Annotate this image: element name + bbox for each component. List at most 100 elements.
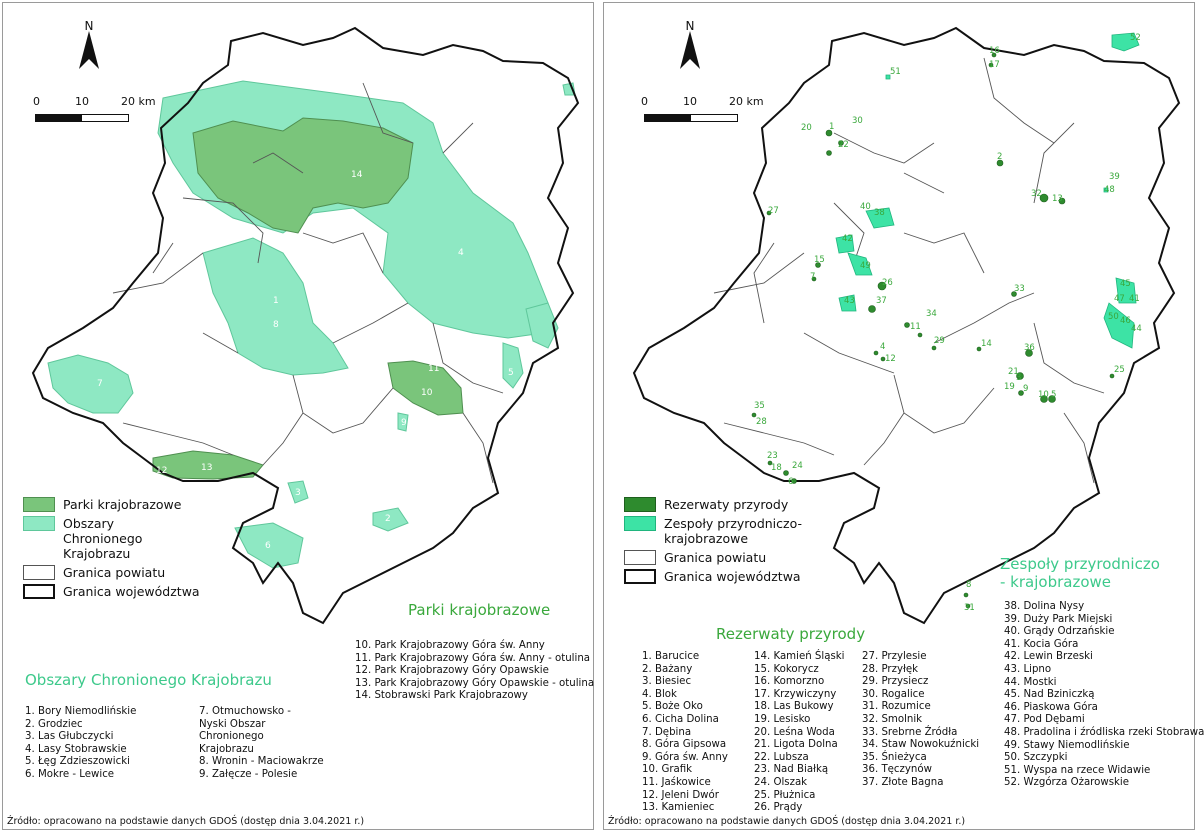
list-item: 44. Mostki [1004,676,1057,688]
list-item: 9. Góra św. Anny [642,751,728,763]
scale-labels: 0 10 20 km [33,95,173,109]
list-item: 38. Dolina Nysy [1004,601,1085,612]
list-item: 28. Przyłęk [862,663,919,675]
park-area-14 [192,117,414,234]
map-label: 16 [989,46,1000,56]
ock-list-col2: 7. Otmuchowsko - Nyski Obszar Chronioneg… [199,706,324,782]
swatch [624,516,656,531]
rez-point [1058,197,1066,205]
legend-item-voivodeship: Granica województwa [23,584,233,599]
legend-label: Granica powiatu [63,565,166,580]
voivodeship-boundary [632,26,1181,625]
list-item: 1. Bory Niemodlińskie [25,706,137,717]
list-item: 6. Cicha Dolina [642,713,719,725]
map-label: 31 [964,603,975,613]
map-label: 50 [1108,312,1119,322]
ock-area-1 [202,237,349,376]
list-item: 14. Kamień Śląski [754,651,845,662]
legend-label: Parki krajobrazowe [63,497,182,512]
legend-label: Zespoły przyrodniczo-krajobrazowe [664,516,802,546]
list-item: 11. Jaśkowice [642,776,711,788]
map-label: 48 [1104,185,1115,195]
swatch [624,569,656,584]
parks-title: Parki krajobrazowe [408,601,551,619]
map-label: 19 [1004,382,1015,392]
reserves-list-col2: 14. Kamień Śląski 15. Kokorycz 16. Komor… [754,651,844,815]
rez-point [988,62,994,68]
map-label: 3 [1016,373,1021,383]
list-item: 1. Barucice [642,651,700,662]
right-map-canvas: 52 16 17 51 20 30 1 22 2 39 48 32 13 27 … [632,26,1181,625]
map-label: 45 [1120,279,1131,289]
map-label: 43 [844,296,855,306]
legend-item-voivodeship: Granica województwa [624,569,834,584]
rez-point [917,332,923,338]
reserves-title: Rezerwaty przyrody [716,625,866,643]
ock-area-8 [397,412,409,432]
list-item: 47. Pod Dębami [1004,714,1085,726]
map-label: 28 [756,417,767,427]
legend-item-powiat: Granica powiatu [624,550,834,565]
map-label: 7 [810,272,815,282]
map-label: 23 [767,451,778,461]
legend-label: Obszary Chronionego Krajobrazu [63,516,143,561]
list-item: 8. Wronin - Maciowakrze [199,756,324,768]
list-item: 11. Park Krajobrazowy Góra św. Anny - ot… [355,652,591,664]
map-label: 30 [852,116,863,126]
list-item: 32. Smolnik [862,713,923,725]
swatch [624,550,656,565]
map-label: 3 [295,488,301,498]
swatch [23,516,55,531]
rez-point [1109,373,1115,379]
map-label: 34 [926,309,937,319]
list-item: 24. Olszak [754,776,808,788]
list-item: 6. Mokre - Lewice [25,768,115,780]
legend-label: Granica województwa [63,584,200,599]
map-label: 5 [1051,390,1056,400]
legend-label: Granica powiatu [664,550,767,565]
ock-area-5 [502,342,524,389]
rez-point [1011,291,1017,297]
rez-point [1048,395,1056,403]
map-label: 4 [458,248,464,258]
swatch [23,497,55,512]
map-label: 25 [1114,365,1125,375]
map-label: 26 [882,278,893,288]
map-label: 14 [981,339,992,349]
list-item: 27. Przylesie [862,651,927,662]
map-label: 6 [788,477,793,487]
source-note: Źródło: opracowano na podstawie danych G… [7,816,365,827]
map-label: 27 [768,206,779,216]
map-label: 49 [860,261,871,271]
rez-point [1039,193,1049,203]
north-label: N [84,19,94,33]
left-map-canvas: 14 1 2 3 4 5 6 7 8 9 10 11 12 13 [31,26,580,625]
map-label: 11 [910,322,921,332]
map-label: 39 [1109,172,1120,182]
list-item: 46. Piaskowa Góra [1004,701,1098,713]
rez-point [868,305,876,313]
map-label: 1 [829,122,834,132]
map-label: 38 [874,208,885,218]
list-item: 30. Rogalice [862,688,925,700]
rez-point [963,592,969,598]
list-item: 22. Lubsza [754,751,809,763]
map-label: 18 [771,463,782,473]
list-item: 13. Kamieniec [642,802,715,814]
source-note: Źródło: opracowano na podstawie danych G… [608,816,966,827]
swatch [23,584,55,599]
list-item: 43. Lipno [1004,663,1052,675]
list-item: 3. Biesiec [642,676,692,688]
rez-point [811,276,817,282]
parks-list: 10. Park Krajobrazowy Góra św. Anny 11. … [355,640,594,703]
rez-point [767,460,773,466]
map-label: 1 [273,296,279,306]
list-item: 19. Lesisko [754,713,811,725]
rez-point [766,210,772,216]
rez-point [751,412,757,418]
map-label: 2 [385,514,391,524]
map-label: 41 [1129,294,1140,304]
list-item: 13. Park Krajobrazowy Góry Opawskie - ot… [355,677,595,689]
legend-item-zpk: Zespoły przyrodniczo-krajobrazowe [624,516,834,546]
map-label: 21 [1008,367,1019,377]
